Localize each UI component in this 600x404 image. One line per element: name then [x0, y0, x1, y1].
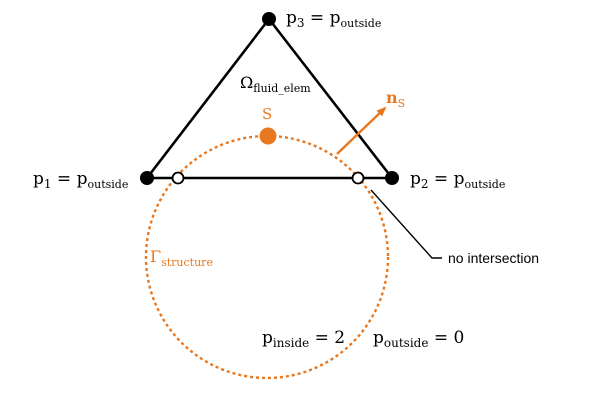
- structure-boundary-circle: [144, 134, 390, 380]
- vertex-p3: [262, 12, 276, 26]
- intersection-point-right: [351, 171, 365, 185]
- label-p-outside: poutside = 0: [373, 328, 464, 350]
- label-p-inside: pinside = 2: [262, 328, 345, 350]
- label-gamma-structure: Γstructure: [150, 247, 213, 269]
- label-omega-fluid-elem: Ωfluid_elem: [240, 73, 311, 95]
- fluid-element-triangle: [145, 17, 394, 180]
- label-p3: p3 = poutside: [286, 8, 381, 30]
- intersection-point-left: [171, 171, 185, 185]
- vertex-p2: [385, 171, 399, 185]
- label-p2: p2 = poutside: [410, 169, 505, 191]
- label-no-intersection: no intersection: [448, 250, 539, 266]
- normal-vector-arrow: [336, 106, 387, 155]
- no-intersection-leader-line: [370, 189, 442, 259]
- label-p1: p1 = poutside: [33, 169, 128, 191]
- label-s: S: [262, 105, 272, 123]
- s-point: [259, 127, 277, 145]
- label-normal-ns: nS: [386, 88, 405, 110]
- vertex-p1: [140, 171, 154, 185]
